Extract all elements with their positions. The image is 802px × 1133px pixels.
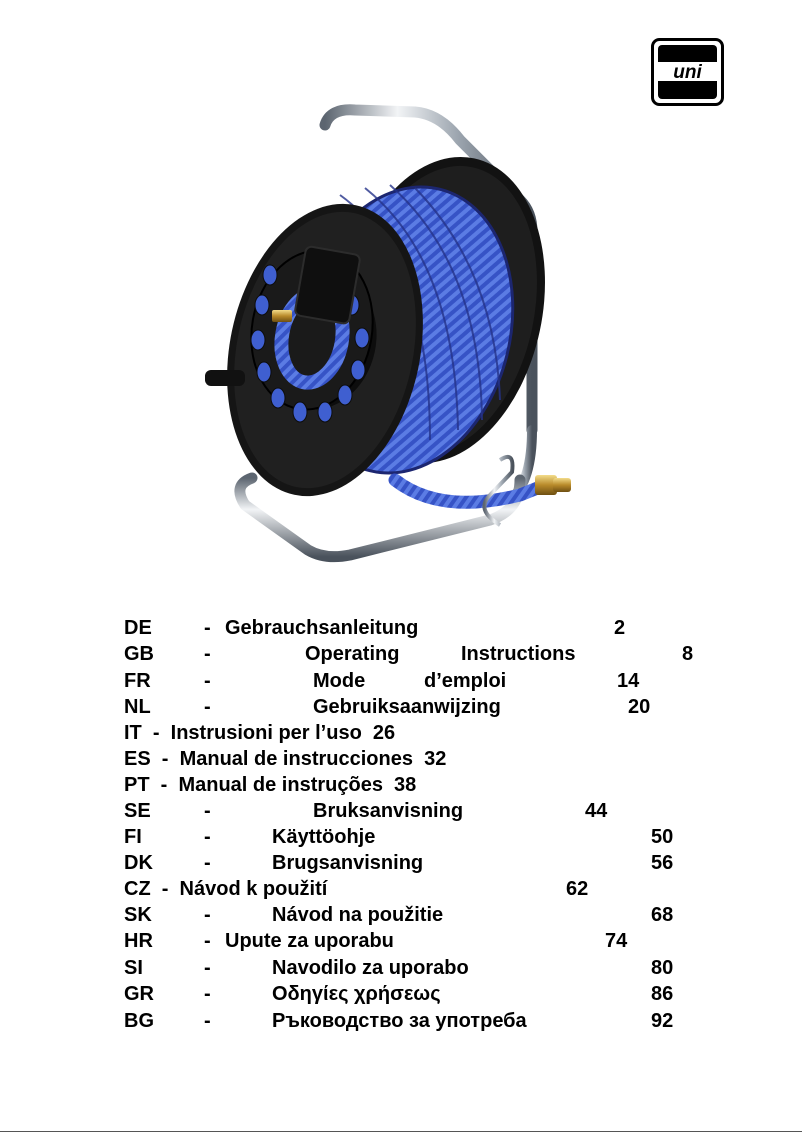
toc-separator: - bbox=[204, 643, 211, 665]
toc-entry-es: ES - Manual de instrucciones 32 bbox=[0, 746, 802, 772]
toc-page-number: 86 bbox=[651, 983, 674, 1005]
toc-entry-pt: PT - Manual de instruções 38 bbox=[0, 772, 802, 798]
toc-title: Upute za uporabu bbox=[225, 930, 394, 952]
toc-title: Návod na použitie bbox=[272, 904, 444, 926]
toc-separator: - bbox=[204, 1010, 211, 1032]
toc-entry-fr: FR - Mode d’emploi 14 bbox=[0, 668, 802, 694]
toc-language-code: HR bbox=[124, 930, 153, 952]
toc-entry-bg: BG - Ръководство за употреба 92 bbox=[0, 1008, 802, 1034]
toc-separator: - bbox=[204, 852, 211, 874]
toc-page-number: 92 bbox=[651, 1010, 674, 1032]
toc-entry-text: CZ - Návod k použití bbox=[124, 878, 328, 900]
toc-entry-si: SI - Navodilo za uporabo 80 bbox=[0, 955, 802, 981]
toc-page-number: 14 bbox=[617, 670, 640, 692]
toc-entry-hr: HR -Upute za uporabu 74 bbox=[0, 928, 802, 954]
toc-separator: - bbox=[204, 696, 211, 718]
toc-language-code: FR bbox=[124, 670, 151, 692]
toc-separator: - bbox=[204, 930, 211, 952]
toc-title: Bruksanvisning bbox=[313, 800, 464, 822]
toc-entry-cz: CZ - Návod k použití 62 bbox=[0, 876, 802, 902]
logo-text: uni bbox=[673, 62, 702, 83]
page-bottom-rule bbox=[0, 1131, 802, 1132]
toc-language-code: SI bbox=[124, 957, 143, 979]
toc-title: Instructions bbox=[461, 643, 576, 665]
toc-page-number: 44 bbox=[585, 800, 608, 822]
toc-language-code: NL bbox=[124, 696, 151, 718]
toc-entry-text: PT - Manual de instruções 38 bbox=[124, 774, 417, 796]
toc-title: Käyttöohje bbox=[272, 826, 376, 848]
hose-reel-image bbox=[205, 104, 571, 563]
toc-page-number: 8 bbox=[682, 643, 694, 665]
toc-page-number: 56 bbox=[651, 852, 674, 874]
toc-title: Οδηγίες χρήσεως bbox=[272, 983, 441, 1005]
toc-page-number: 80 bbox=[651, 957, 674, 979]
toc-page-number: 2 bbox=[614, 617, 626, 639]
toc-language-code: GR bbox=[124, 983, 154, 1005]
toc-entry-dk: DK - Brugsanvisning 56 bbox=[0, 850, 802, 876]
toc-entry-de: DE -Gebrauchsanleitung 2 bbox=[0, 615, 802, 641]
toc-entry-gr: GR - Οδηγίες χρήσεως 86 bbox=[0, 981, 802, 1007]
toc-page-number: 74 bbox=[605, 930, 628, 952]
toc-title: Navodilo za uporabo bbox=[272, 957, 469, 979]
toc-separator: - bbox=[204, 670, 211, 692]
toc-entry-text: ES - Manual de instrucciones 32 bbox=[124, 748, 447, 770]
toc-language-code: DK bbox=[124, 852, 153, 874]
toc-title: Operating bbox=[305, 643, 400, 665]
toc-language-code: SE bbox=[124, 800, 151, 822]
toc-separator: - bbox=[204, 800, 211, 822]
toc-title: Brugsanvisning bbox=[272, 852, 424, 874]
toc-entry-fi: FI - Käyttöohje 50 bbox=[0, 824, 802, 850]
toc-entry-gb: GB - Operating Instructions 8 bbox=[0, 641, 802, 667]
toc-entry-it: IT - Instrusioni per l’uso 26 bbox=[0, 720, 802, 746]
toc-entry-nl: NL - Gebruiksaanwijzing 20 bbox=[0, 694, 802, 720]
toc-entry-sk: SK - Návod na použitie 68 bbox=[0, 902, 802, 928]
toc-language-code: GB bbox=[124, 643, 154, 665]
toc-title: Gebrauchsanleitung bbox=[225, 617, 419, 639]
toc-page-number: 68 bbox=[651, 904, 674, 926]
toc-separator: - bbox=[204, 957, 211, 979]
toc-title: Gebruiksaanwijzing bbox=[313, 696, 501, 718]
toc-separator: - bbox=[204, 617, 211, 639]
toc-entry-text: IT - Instrusioni per l’uso 26 bbox=[124, 722, 396, 744]
toc-entry-se: SE - Bruksanvisning 44 bbox=[0, 798, 802, 824]
toc-separator: - bbox=[204, 983, 211, 1005]
toc-separator: - bbox=[204, 826, 211, 848]
uni-logo: uni bbox=[651, 38, 724, 106]
toc-page-number: 50 bbox=[651, 826, 674, 848]
toc-language-code: SK bbox=[124, 904, 152, 926]
toc-language-code: DE bbox=[124, 617, 152, 639]
toc-language-code: BG bbox=[124, 1010, 154, 1032]
toc-page-number: 62 bbox=[566, 878, 589, 900]
toc-separator: - bbox=[204, 904, 211, 926]
toc-title: d’emploi bbox=[424, 670, 507, 692]
toc-title: Mode bbox=[313, 670, 366, 692]
toc-page-number: 20 bbox=[628, 696, 651, 718]
toc-title: Ръководство за употреба bbox=[272, 1010, 527, 1032]
toc-language-code: FI bbox=[124, 826, 142, 848]
